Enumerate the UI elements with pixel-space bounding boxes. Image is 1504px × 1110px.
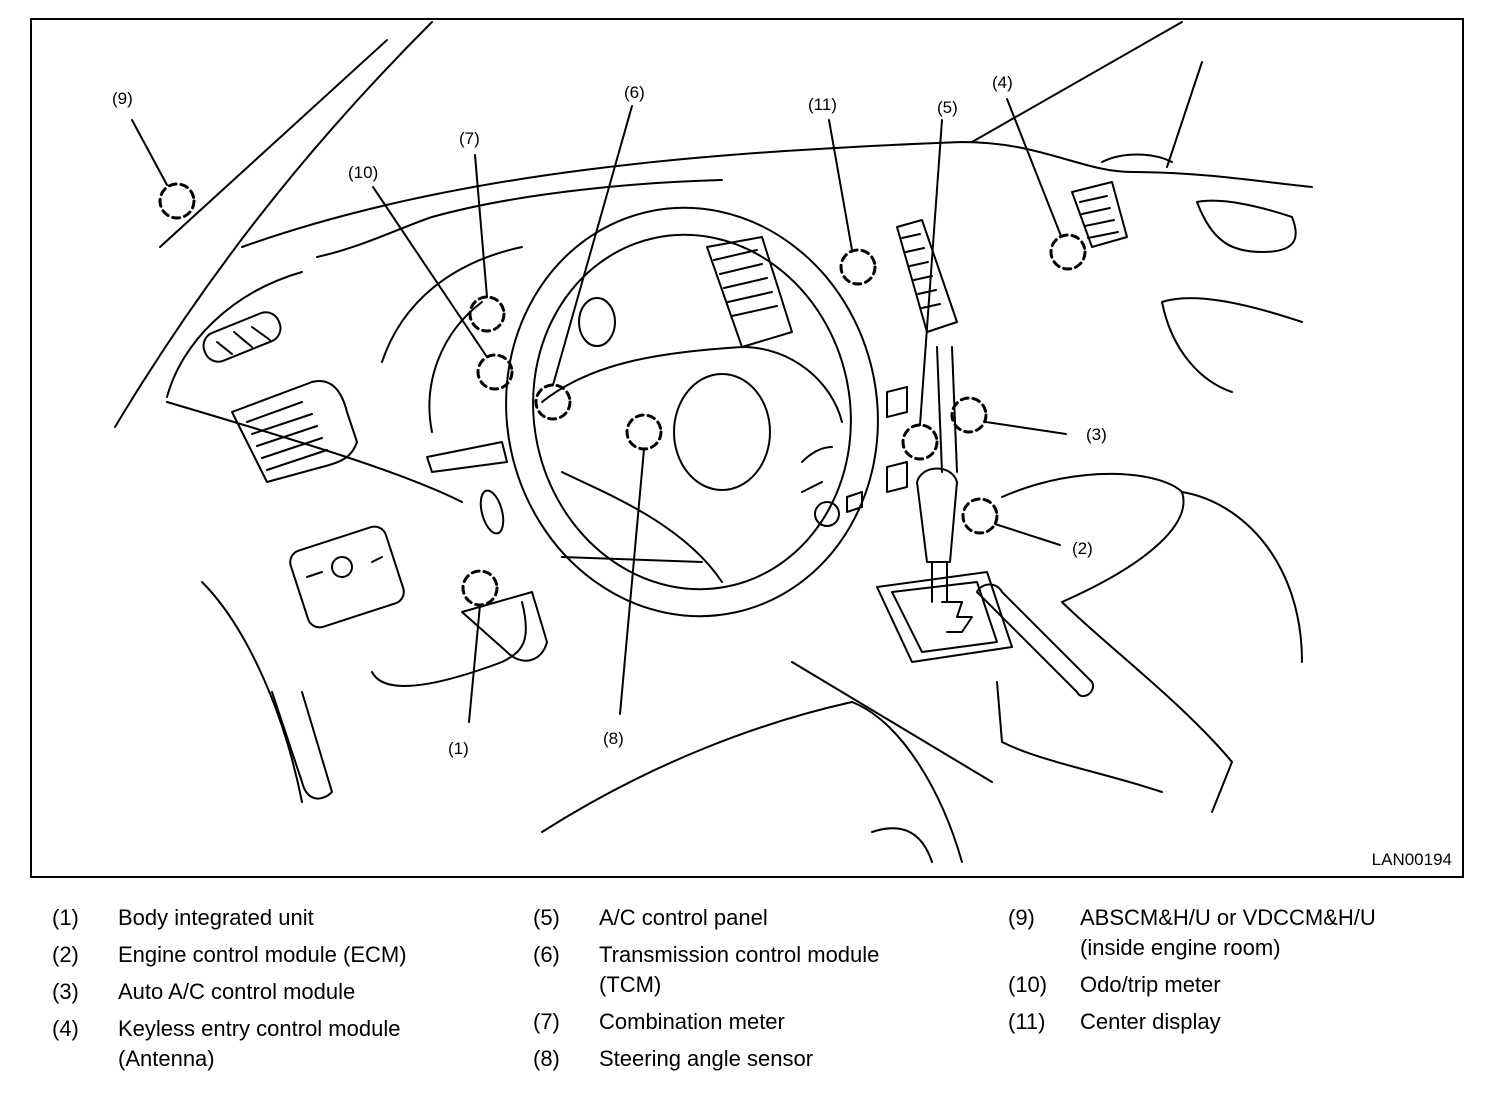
gear-shifter	[916, 467, 958, 563]
legend-text: Auto A/C control module	[118, 979, 356, 1004]
dashboard-line-drawing: (1) (2) (3) (4) (5) (6) (7) (8) (9) (10)…	[112, 21, 1313, 863]
legend-item: (6) Transmission control module (TCM)	[533, 940, 993, 1000]
legend-item: (1) Body integrated unit	[52, 903, 512, 933]
legend-item: (11) Center display	[1008, 1007, 1488, 1037]
meter-gauge	[578, 297, 616, 347]
callout-label-7: (7)	[459, 129, 480, 148]
callout-label-1: (1)	[448, 739, 469, 758]
legend-text: A/C control panel	[599, 905, 768, 930]
legend-number: (8)	[533, 1046, 560, 1071]
knee-panel	[201, 581, 303, 803]
driver-seat	[541, 701, 963, 863]
windshield-right	[971, 21, 1183, 143]
leader-line-8	[619, 448, 645, 715]
dash-upper-curve	[316, 179, 723, 258]
callout-label-6: (6)	[624, 83, 645, 102]
a-pillar-outer	[159, 39, 388, 248]
callout-marker-11	[839, 248, 877, 286]
leader-line-3	[985, 421, 1067, 435]
center-stack	[936, 346, 958, 473]
legend-item: (7) Combination meter	[533, 1007, 993, 1037]
right-side-vent	[1071, 181, 1128, 248]
legend-text: ABSCM&H/U or VDCCM&H/U (inside engine ro…	[1080, 905, 1376, 960]
callout-label-11: (11)	[808, 95, 837, 114]
legend-text: Combination meter	[599, 1009, 785, 1034]
callout-label-9: (9)	[112, 89, 133, 108]
dash-top-line	[241, 141, 1313, 248]
callout-marker-2	[961, 497, 999, 535]
legend-column-1: (1) Body integrated unit (2) Engine contro…	[52, 903, 512, 1081]
legend-item: (10) Odo/trip meter	[1008, 970, 1488, 1000]
console-armrest	[1001, 472, 1185, 603]
legend-number: (4)	[52, 1016, 79, 1041]
legend-number: (10)	[1008, 972, 1048, 997]
leader-line-1	[468, 604, 481, 723]
legend-item: (2) Engine control module (ECM)	[52, 940, 512, 970]
a-pillar-inner	[114, 21, 433, 428]
callout-marker-9	[158, 182, 196, 220]
legend-number: (5)	[533, 905, 560, 930]
legend-item: (8) Steering angle sensor	[533, 1044, 993, 1074]
legend-item: (9) ABSCM&H/U or VDCCM&H/U (inside engine…	[1008, 903, 1488, 963]
windshield-right-2	[1166, 61, 1203, 168]
legend-item: (4) Keyless entry control module (Antenna…	[52, 1014, 512, 1074]
legend-column-2: (5) A/C control panel (6) Transmission con…	[533, 903, 993, 1081]
legend-text: Body integrated unit	[118, 905, 314, 930]
legend-number: (6)	[533, 942, 560, 967]
left-center-vent	[231, 380, 358, 483]
center-vent-right	[896, 219, 958, 333]
diagram-frame: (1) (2) (3) (4) (5) (6) (7) (8) (9) (10)…	[30, 18, 1464, 878]
leader-line-7	[474, 154, 488, 298]
callout-marker-8	[625, 413, 663, 451]
left-switch-panel	[289, 525, 405, 629]
callout-marker-4	[1049, 233, 1087, 271]
legend-text: Center display	[1080, 1009, 1221, 1034]
steering-wheel-outer	[505, 206, 879, 618]
callout-marker-7	[468, 295, 506, 333]
steering-hub	[673, 373, 771, 491]
legend-text: Odo/trip meter	[1080, 972, 1221, 997]
legend-text: Keyless entry control module (Antenna)	[118, 1016, 401, 1071]
callout-marker-5	[901, 423, 939, 461]
left-side-vent	[202, 311, 282, 363]
legend-number: (1)	[52, 905, 79, 930]
legend-number: (3)	[52, 979, 79, 1004]
legend-number: (7)	[533, 1009, 560, 1034]
steering-wheel-inner	[532, 233, 852, 591]
legend-text: Transmission control module (TCM)	[599, 942, 880, 997]
leader-line-5	[919, 119, 943, 426]
shift-gate	[876, 571, 1013, 663]
callout-label-10: (10)	[348, 163, 378, 182]
figure-id: LAN00194	[1371, 850, 1452, 869]
callout-label-8: (8)	[603, 729, 624, 748]
legend-number: (9)	[1008, 905, 1035, 930]
leader-line-4	[1006, 98, 1062, 237]
callout-marker-3	[950, 396, 988, 434]
callout-label-2: (2)	[1072, 539, 1093, 558]
parking-brake	[976, 583, 1094, 698]
leader-line-6	[552, 105, 633, 386]
legend-item: (5) A/C control panel	[533, 903, 993, 933]
legend-number: (11)	[1008, 1009, 1046, 1034]
meter-hood	[381, 246, 523, 433]
leader-line-10	[372, 186, 488, 358]
dash-left-body	[166, 271, 303, 398]
center-vent-left	[706, 236, 793, 348]
legend-number: (2)	[52, 942, 79, 967]
callout-marker-10	[476, 353, 514, 391]
legend-column-3: (9) ABSCM&H/U or VDCCM&H/U (inside engine…	[1008, 903, 1488, 1044]
callout-label-3: (3)	[1086, 425, 1107, 444]
leader-line-2	[994, 523, 1061, 546]
legend-item: (3) Auto A/C control module	[52, 977, 512, 1007]
legend-text: Engine control module (ECM)	[118, 942, 407, 967]
leader-line-11	[828, 119, 853, 251]
callout-marker-1	[461, 569, 499, 607]
callout-label-5: (5)	[937, 98, 958, 117]
legend-text: Steering angle sensor	[599, 1046, 814, 1071]
leader-line-9	[131, 119, 168, 186]
callout-label-4: (4)	[992, 73, 1013, 92]
dash-left-lower	[166, 401, 463, 503]
